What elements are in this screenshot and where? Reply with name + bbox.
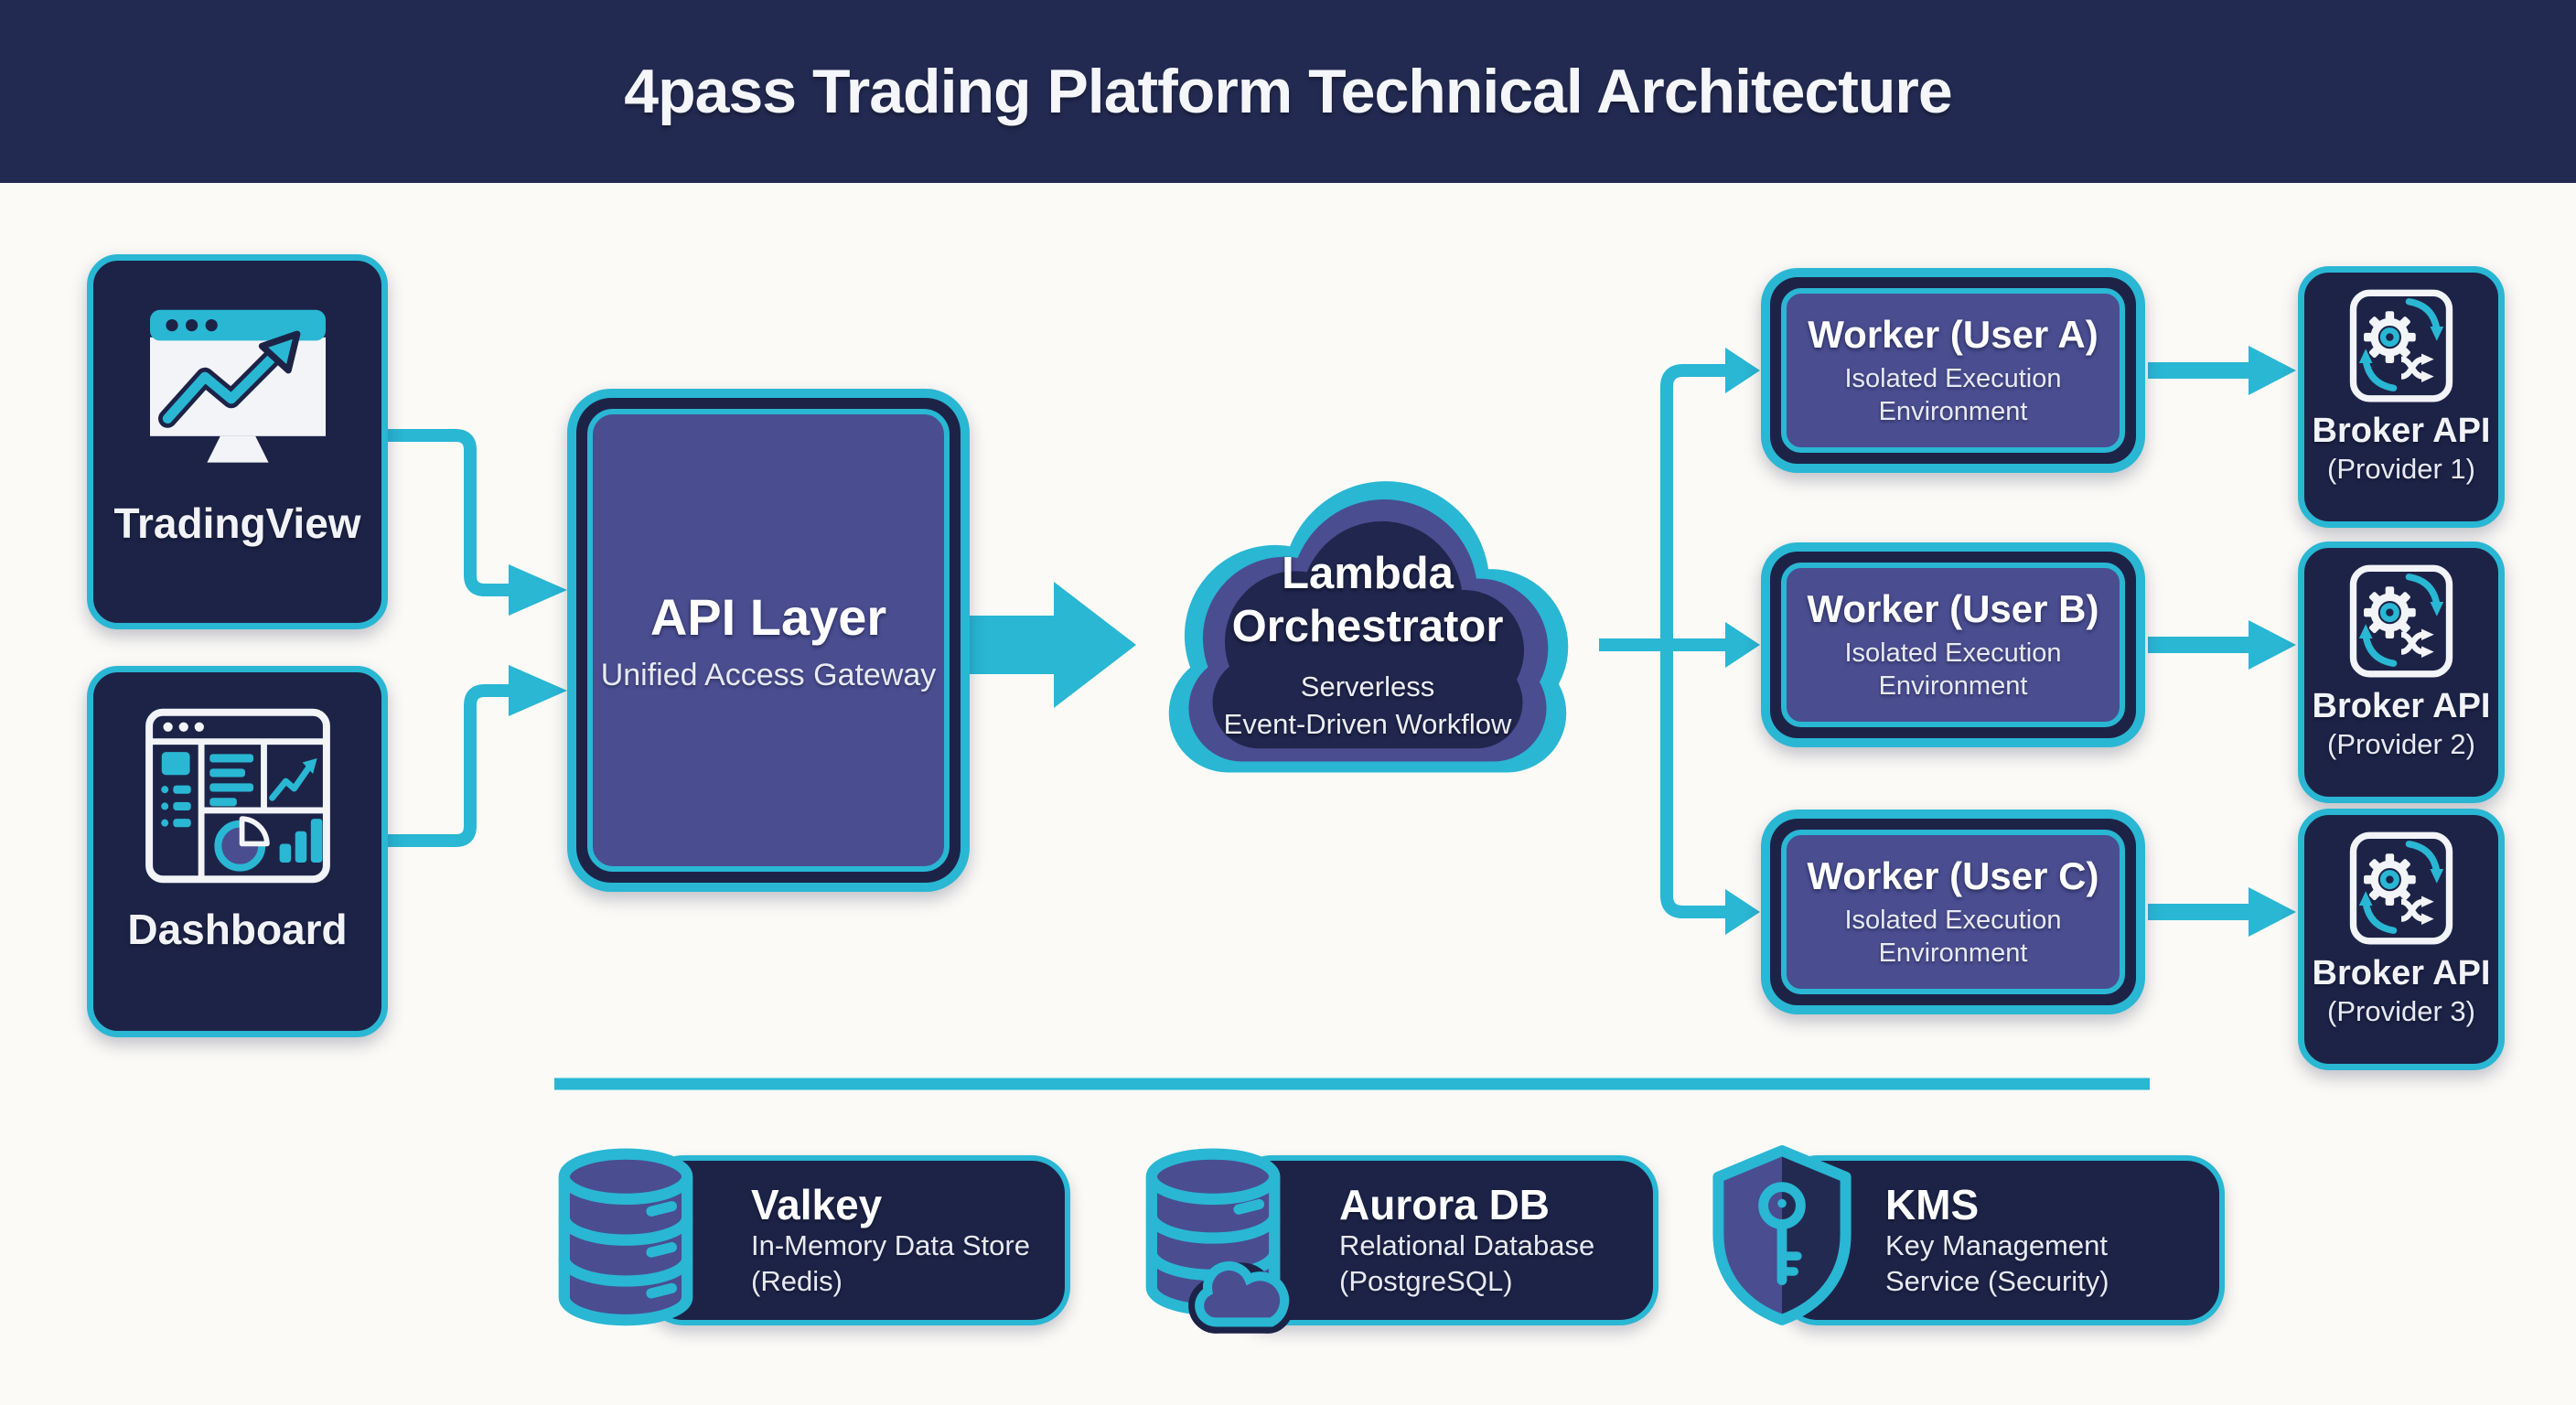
broker-3-subtitle: (Provider 3) (2327, 995, 2475, 1027)
orchestrator-title-line1: Lambda (1282, 549, 1454, 598)
api-layer-subtitle: Unified Access Gateway (600, 658, 937, 692)
page-title: 4pass Trading Platform Technical Archite… (624, 57, 1952, 126)
kms-subtitle-2: Service (Security) (1885, 1265, 2109, 1297)
valkey-subtitle-2: (Redis) (751, 1265, 843, 1297)
arrowhead-worker-a (1725, 348, 1760, 393)
database-cloud-icon (1145, 1148, 1293, 1334)
node-worker-b: Worker (User B) Isolated Execution Envir… (1761, 542, 2145, 747)
dashboard-icon (145, 708, 330, 884)
node-broker-3: Broker API (Provider 3) (2298, 809, 2505, 1070)
node-worker-c: Worker (User C) Isolated Execution Envir… (1761, 810, 2145, 1014)
node-broker-1: Broker API (Provider 1) (2298, 266, 2505, 528)
database-icon (558, 1148, 693, 1326)
arrowhead-broker2 (2249, 620, 2296, 670)
arrowhead-into-api-top (509, 564, 567, 616)
node-dashboard: Dashboard (87, 666, 388, 1037)
broker-2-subtitle: (Provider 2) (2327, 728, 2475, 760)
arrowhead-broker3 (2249, 887, 2296, 937)
tradingview-label: TradingView (113, 499, 361, 547)
node-worker-a: Worker (User A) Isolated Execution Envir… (1761, 268, 2145, 473)
worker-c-subtitle-2: Environment (1878, 938, 2028, 968)
gear-sync-icon (2349, 831, 2453, 945)
broker-2-title: Broker API (2312, 687, 2491, 725)
worker-c-title: Worker (User C) (1807, 854, 2099, 897)
header-bar: 4pass Trading Platform Technical Archite… (0, 0, 2576, 183)
arrowhead-worker-c (1725, 889, 1760, 935)
gear-sync-icon (2349, 289, 2453, 402)
dashboard-label: Dashboard (127, 906, 348, 953)
worker-a-subtitle-2: Environment (1878, 397, 2028, 426)
node-valkey: Valkey In-Memory Data Store (Redis) (645, 1155, 1070, 1325)
broker-1-title: Broker API (2312, 412, 2491, 450)
node-lambda-orchestrator: Lambda Orchestrator Serverless Event-Dri… (1139, 508, 1596, 782)
monitor-chart-icon (149, 309, 326, 463)
aurora-subtitle-2: (PostgreSQL) (1339, 1265, 1513, 1297)
shield-key-icon (1712, 1145, 1852, 1325)
arrowhead-into-api-bottom (509, 665, 567, 716)
arrowhead-worker-b (1725, 622, 1760, 668)
orchestrator-subtitle-line1: Serverless (1300, 670, 1435, 702)
node-aurora-db: Aurora DB Relational Database (PostgreSQ… (1233, 1155, 1658, 1325)
broker-1-subtitle: (Provider 1) (2327, 453, 2475, 485)
worker-c-subtitle-1: Isolated Execution (1844, 906, 2062, 935)
connector-dashboard-api (375, 684, 509, 847)
orchestrator-title-line2: Orchestrator (1231, 602, 1504, 651)
aurora-cloud-badge (1188, 1260, 1293, 1334)
node-kms: KMS Key Management Service (Security) (1779, 1155, 2225, 1325)
kms-title: KMS (1885, 1181, 1980, 1228)
worker-a-subtitle-1: Isolated Execution (1844, 364, 2062, 393)
valkey-title: Valkey (751, 1181, 883, 1228)
valkey-subtitle-1: In-Memory Data Store (751, 1229, 1030, 1261)
orchestrator-subtitle-line2: Event-Driven Workflow (1223, 708, 1512, 740)
worker-a-title: Worker (User A) (1808, 313, 2098, 356)
worker-b-title: Worker (User B) (1807, 587, 2099, 630)
big-arrow-api-cloud (970, 582, 1136, 708)
node-broker-2: Broker API (Provider 2) (2298, 542, 2505, 803)
worker-b-subtitle-2: Environment (1878, 671, 2028, 701)
worker-b-subtitle-1: Isolated Execution (1844, 638, 2062, 668)
node-tradingview: TradingView (87, 254, 388, 629)
connector-tradingview-api (375, 429, 509, 596)
connector-fanout-trunk (1660, 364, 1725, 918)
api-layer-title: API Layer (649, 588, 887, 646)
aurora-subtitle-1: Relational Database (1339, 1229, 1595, 1261)
aurora-title: Aurora DB (1339, 1181, 1551, 1228)
broker-3-title: Broker API (2312, 954, 2491, 992)
node-api-layer: API Layer Unified Access Gateway (567, 389, 970, 892)
kms-subtitle-1: Key Management (1885, 1229, 2108, 1261)
gear-sync-icon (2349, 564, 2453, 678)
arrowhead-broker1 (2249, 346, 2296, 395)
